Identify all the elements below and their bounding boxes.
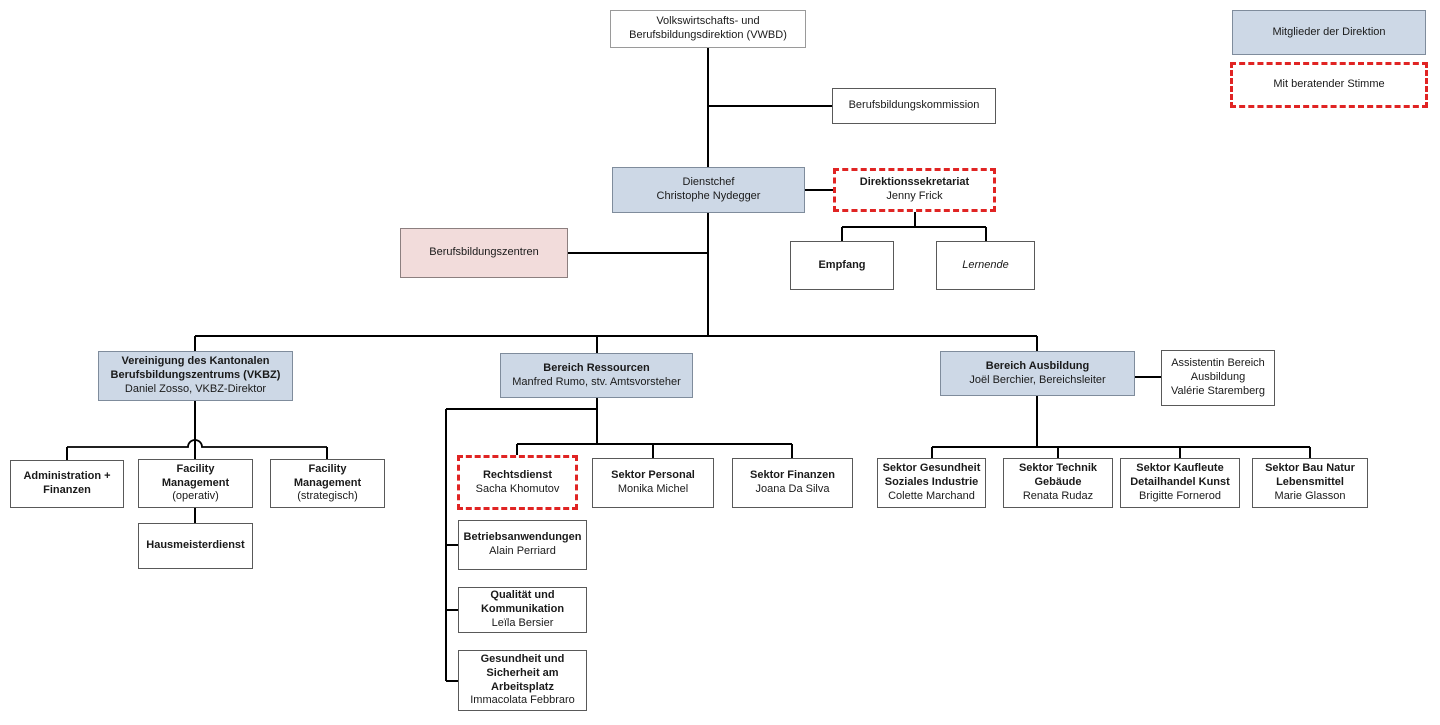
node-title: Facility Management: [293, 462, 362, 489]
node-direktionssekretariat: Direktionssekretariat Jenny Frick: [833, 168, 996, 212]
node-title: Dienstchef: [682, 176, 735, 189]
node-rechtsdienst: Rechtsdienst Sacha Khomutov: [457, 455, 578, 510]
node-title: Sektor Personal: [611, 469, 695, 482]
node-sektor-technik-gebaeude: Sektor Technik Gebäude Renata Rudaz: [1003, 458, 1113, 508]
node-facility-management-strategisch: Facility Management (strategisch): [270, 459, 385, 508]
node-title: Rechtsdienst: [482, 468, 553, 481]
node-title: Berufsbildungskommission: [848, 99, 980, 112]
node-title: Assistentin Bereich Ausbildung: [1171, 357, 1265, 384]
node-assistentin-ausbildung: Assistentin Bereich Ausbildung Valérie S…: [1161, 350, 1275, 406]
node-person: Colette Marchand: [888, 489, 975, 502]
node-title: Bereich Ressourcen: [543, 361, 650, 374]
node-berufsbildungszentren: Berufsbildungszentren: [400, 228, 568, 278]
node-person: Alain Perriard: [489, 545, 556, 557]
node-title: Hausmeisterdienst: [146, 539, 245, 552]
node-title: Gesundheit und Sicherheit am Arbeitsplat…: [480, 653, 565, 693]
node-person: Jenny Frick: [886, 190, 943, 202]
node-sektor-kaufleute-detailhandel-kunst: Sektor Kaufleute Detailhandel Kunst Brig…: [1120, 458, 1240, 508]
node-vkbz: Vereinigung des Kantonalen Berufsbildung…: [98, 351, 293, 401]
node-lernende: Lernende: [936, 241, 1035, 290]
node-sektor-finanzen: Sektor Finanzen Joana Da Silva: [732, 458, 853, 508]
node-sektor-personal: Sektor Personal Monika Michel: [592, 458, 714, 508]
node-person: Daniel Zosso, VKBZ-Direktor: [124, 382, 267, 395]
node-title: Direktionssekretariat: [859, 176, 970, 189]
node-berufsbildungskommission: Berufsbildungskommission: [832, 88, 996, 124]
legend-advisory-label: Mit beratender Stimme: [1273, 78, 1385, 91]
node-gesundheit-sicherheit-arbeitsplatz: Gesundheit und Sicherheit am Arbeitsplat…: [458, 650, 587, 711]
node-title: Volkswirtschafts- und Berufsbildungsdire…: [629, 15, 787, 41]
node-title: Bereich Ausbildung: [985, 359, 1090, 372]
legend-direktion-members: Mitglieder der Direktion: [1232, 10, 1426, 55]
node-title: Lernende: [962, 258, 1009, 271]
node-title: Sektor Kaufleute Detailhandel Kunst: [1130, 462, 1230, 489]
node-person: Monika Michel: [617, 483, 689, 495]
node-person: Joana Da Silva: [755, 483, 830, 495]
node-sektor-bau-natur-lebensmittel: Sektor Bau Natur Lebensmittel Marie Glas…: [1252, 458, 1368, 508]
node-title: Facility Management: [161, 462, 230, 489]
node-subtitle: (operativ): [172, 490, 219, 503]
node-dienstchef: Dienstchef Christophe Nydegger: [612, 167, 805, 213]
node-person: Brigitte Fornerod: [1139, 489, 1221, 502]
node-person: Renata Rudaz: [1022, 489, 1094, 502]
node-person: Sacha Khomutov: [475, 482, 560, 495]
node-bereich-ressourcen: Bereich Ressourcen Manfred Rumo, stv. Am…: [500, 353, 693, 398]
node-betriebsanwendungen: Betriebsanwendungen Alain Perriard: [458, 520, 587, 570]
node-person: Christophe Nydegger: [656, 190, 761, 202]
node-title: Empfang: [818, 258, 866, 271]
node-qualitaet-kommunikation: Qualität und Kommunikation Leïla Bersier: [458, 587, 587, 633]
node-sektor-gesundheit-soziales-industrie: Sektor Gesundheit Soziales Industrie Col…: [877, 458, 986, 508]
node-empfang: Empfang: [790, 241, 894, 290]
node-person: Immacolata Febbraro: [470, 694, 575, 707]
node-bereich-ausbildung: Bereich Ausbildung Joël Berchier, Bereic…: [940, 351, 1135, 396]
node-person: Joël Berchier, Bereichsleiter: [969, 373, 1106, 386]
node-title: Berufsbildungszentren: [429, 246, 539, 259]
node-person: Marie Glasson: [1274, 489, 1346, 502]
node-facility-management-operativ: Facility Management (operativ): [138, 459, 253, 508]
node-title: Sektor Technik Gebäude: [1018, 462, 1098, 489]
node-administration-finanzen: Administration + Finanzen: [10, 460, 124, 508]
legend-advisory: Mit beratender Stimme: [1230, 62, 1428, 108]
node-hausmeisterdienst: Hausmeisterdienst: [138, 523, 253, 569]
node-person: Valérie Staremberg: [1171, 384, 1265, 397]
node-person: Leïla Bersier: [491, 616, 554, 629]
node-title: Sektor Bau Natur Lebensmittel: [1265, 462, 1355, 489]
node-title: Sektor Finanzen: [750, 469, 835, 482]
node-title: Sektor Gesundheit Soziales Industrie: [882, 462, 981, 489]
legend-members-label: Mitglieder der Direktion: [1272, 25, 1386, 38]
node-person: Manfred Rumo, stv. Amtsvorsteher: [512, 375, 681, 388]
node-title: Vereinigung des Kantonalen Berufsbildung…: [110, 355, 281, 382]
node-title: Qualität und Kommunikation: [480, 589, 565, 616]
node-title: Administration + Finanzen: [23, 470, 111, 496]
node-subtitle: (strategisch): [297, 490, 358, 503]
node-vwbd: Volkswirtschafts- und Berufsbildungsdire…: [610, 10, 806, 48]
node-title: Betriebsanwendungen: [463, 531, 582, 544]
